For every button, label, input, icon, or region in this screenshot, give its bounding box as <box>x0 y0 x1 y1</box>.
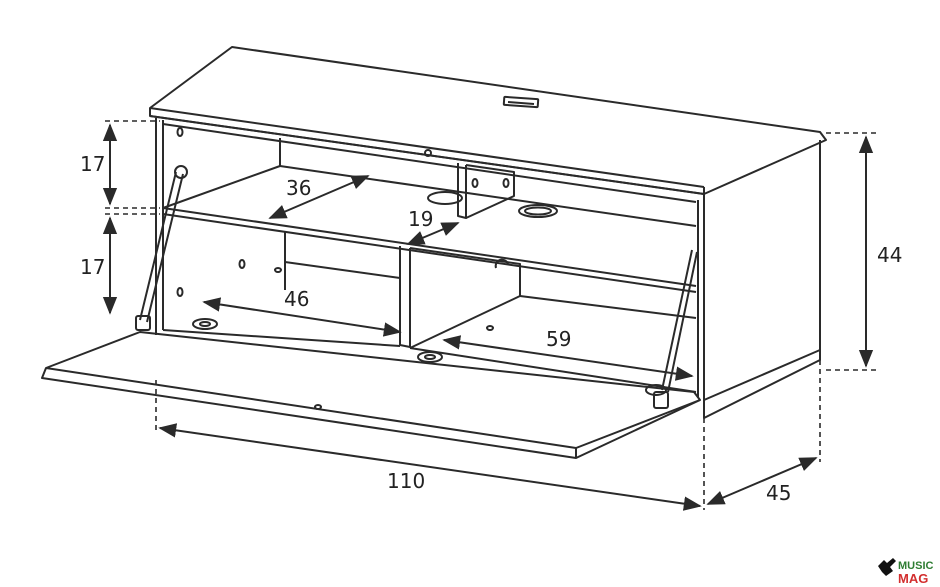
cable-hole-upper <box>427 191 463 205</box>
extension-lines <box>105 120 880 510</box>
label-lower-height: 17 <box>80 255 105 279</box>
dimension-arrows <box>102 123 874 511</box>
label-upper-height: 17 <box>80 152 105 176</box>
label-divider-depth: 19 <box>408 207 433 231</box>
watermark-logo: MUSIC MAG <box>878 558 934 586</box>
guitarist-icon <box>878 558 896 576</box>
watermark-line2: MAG <box>898 571 928 586</box>
watermark-line1: MUSIC <box>898 560 934 572</box>
cabinet-outline <box>41 46 827 459</box>
label-lower-left-width: 46 <box>284 287 309 311</box>
label-upper-depth: 36 <box>286 176 311 200</box>
label-total-height: 44 <box>877 243 902 267</box>
cable-port <box>502 95 540 109</box>
hinge-left <box>192 318 218 330</box>
dimension-labels: 17 17 36 19 46 59 44 110 45 <box>80 152 902 505</box>
label-lower-right-width: 59 <box>546 327 571 351</box>
arrow-upper-depth <box>268 175 370 219</box>
cable-hole-right <box>518 204 558 218</box>
right-side-panel <box>703 140 821 419</box>
arrow-lower-right-width <box>442 335 694 381</box>
middle-shelf <box>162 207 697 287</box>
gas-strut-left <box>139 171 184 323</box>
hinge-middle <box>417 351 443 363</box>
gas-strut-right <box>661 249 698 393</box>
upper-divider <box>457 163 467 219</box>
hinge-right <box>645 384 667 396</box>
label-total-width: 110 <box>387 469 425 493</box>
arrow-divider-depth <box>406 222 460 245</box>
lower-divider <box>399 246 411 348</box>
arrow-lower-left-width <box>202 297 402 337</box>
arrow-total-depth <box>706 457 818 505</box>
arrow-total-width <box>158 423 702 511</box>
label-total-depth: 45 <box>766 481 791 505</box>
